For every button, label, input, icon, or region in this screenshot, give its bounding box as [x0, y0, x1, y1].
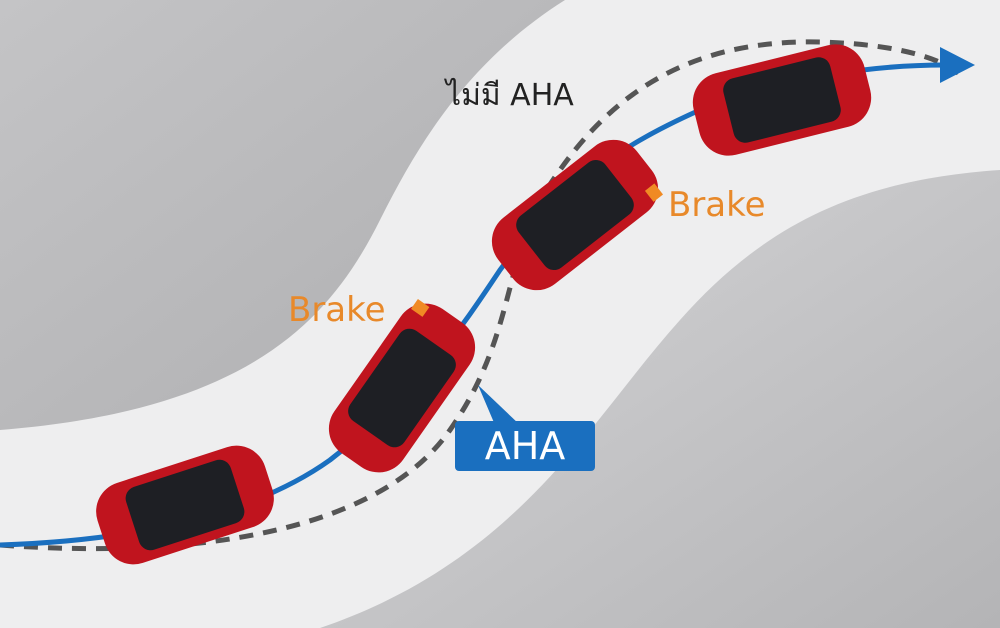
without-aha-label: ไม่มี AHA: [446, 78, 574, 113]
brake-label-left: Brake: [288, 290, 386, 330]
car-1: [96, 445, 274, 565]
lower-shoulder: [320, 170, 1000, 628]
callout-pointer: [478, 385, 520, 425]
car-2: [328, 299, 476, 473]
arrow-head-icon: [940, 47, 975, 83]
upper-shoulder: [0, 0, 565, 430]
brake-label-right: Brake: [668, 185, 766, 225]
aha-callout: AHA: [455, 421, 595, 471]
car-3: [491, 139, 664, 291]
car-4: [692, 44, 872, 156]
